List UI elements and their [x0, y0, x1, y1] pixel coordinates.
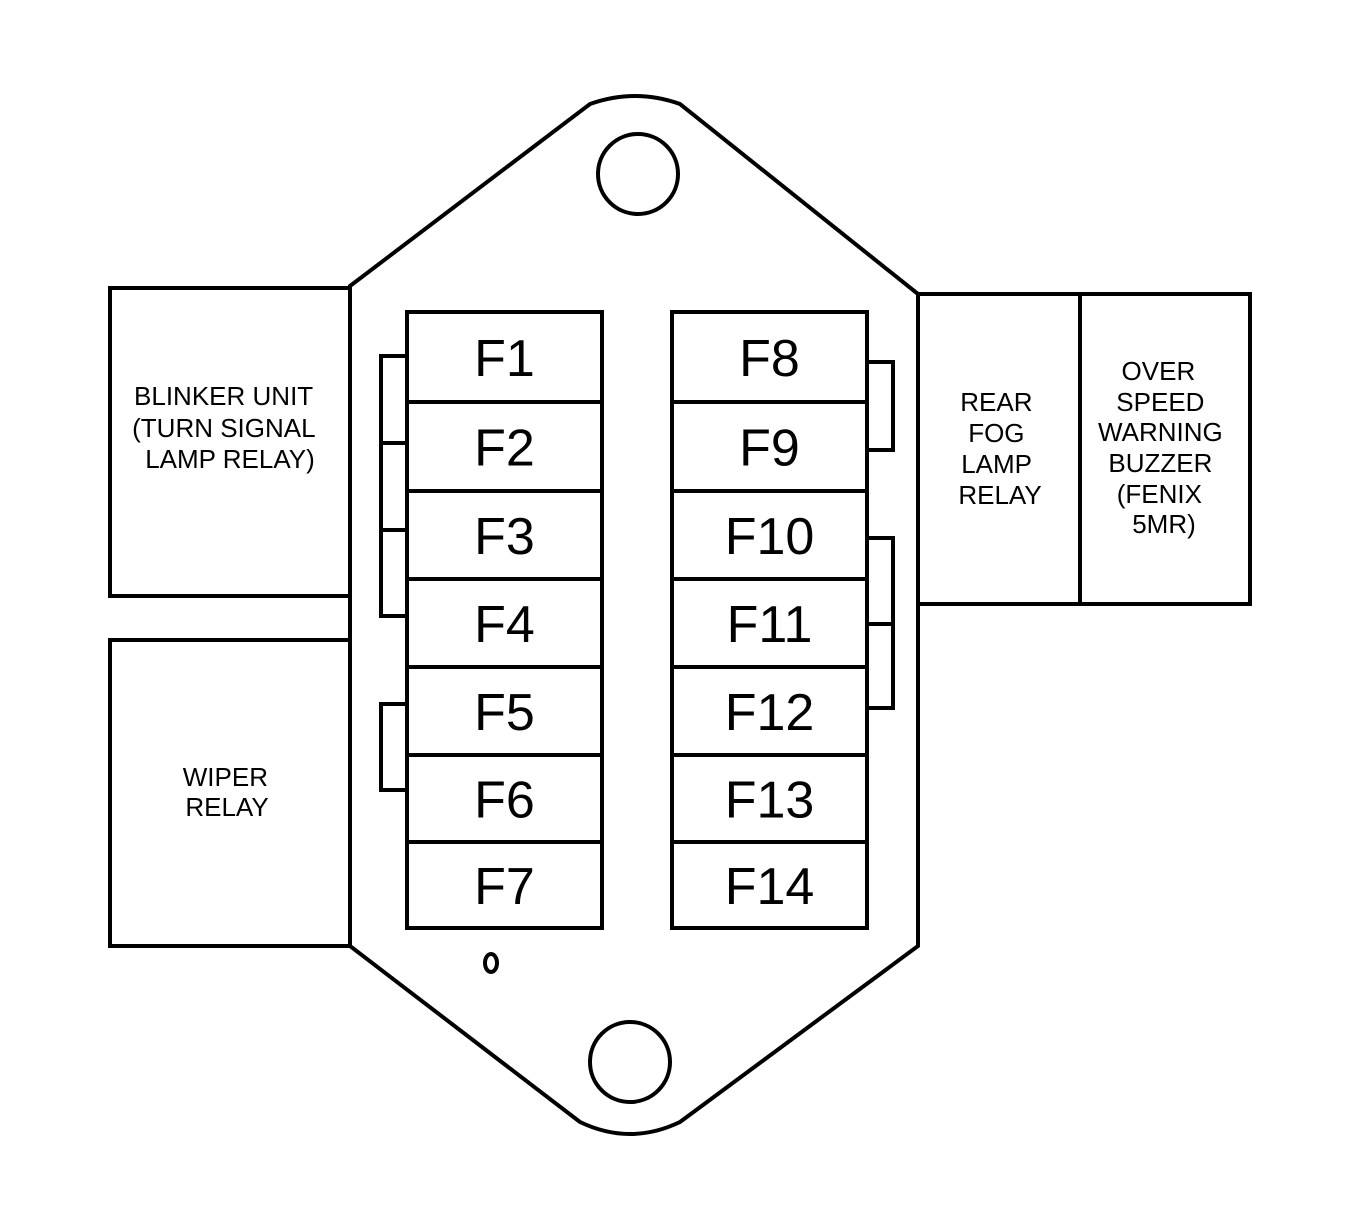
- fuse-label: F7: [474, 858, 535, 916]
- fuse-label: F1: [474, 330, 535, 388]
- left-jumper-brackets: [379, 354, 407, 792]
- fuse-label: F6: [474, 772, 535, 830]
- top-mounting-hole: [596, 132, 680, 216]
- rear-fog-lamp-relay-box: [916, 292, 1082, 606]
- fuse-slot-f12: F12: [670, 665, 869, 757]
- fuse-slot-f3: F3: [405, 489, 604, 581]
- fuse-slot-outline: [405, 665, 604, 757]
- fuse-slot-outline: [405, 577, 604, 669]
- bottom-mounting-hole: [588, 1020, 672, 1104]
- fuse-label: F14: [725, 858, 815, 916]
- fuse-label: F5: [474, 684, 535, 742]
- fuse-slot-f6: F6: [405, 753, 604, 844]
- fuse-slot-f4: F4: [405, 577, 604, 669]
- fuse-slot-outline: [405, 840, 604, 930]
- blinker-unit-label: BLINKER UNIT (TURN SIGNAL LAMP RELAY): [132, 381, 322, 474]
- over-speed-buzzer-box: [1078, 292, 1252, 606]
- fuse-slot-f9: F9: [670, 400, 869, 493]
- small-indicator-hole: [483, 952, 499, 974]
- fuse-label: F3: [474, 508, 535, 566]
- fuse-slot-outline: [670, 665, 869, 757]
- fuse-slot-outline: [670, 489, 869, 581]
- fuse-label: F2: [474, 420, 535, 478]
- fuse-label: F4: [474, 596, 535, 654]
- fuse-slot-outline: [405, 753, 604, 844]
- fuse-slot-outline: [670, 577, 869, 669]
- fuse-slot-outline: [670, 753, 869, 844]
- fuse-label: F9: [739, 420, 800, 478]
- fuse-slot-f8: F8: [670, 310, 869, 404]
- fuse-slot-outline: [405, 310, 604, 404]
- fuse-slot-f13: F13: [670, 753, 869, 844]
- fuse-slot-outline: [670, 400, 869, 493]
- fuse-slot-outline: [670, 310, 869, 404]
- fuse-label: F10: [725, 508, 815, 566]
- wiper-relay-box: [108, 638, 352, 948]
- fuse-label: F11: [727, 596, 813, 654]
- fuse-label: F8: [739, 330, 800, 388]
- over-speed-buzzer-label: OVER SPEED WARNING BUZZER (FENIX 5MR): [1098, 356, 1230, 539]
- fuse-slot-f5: F5: [405, 665, 604, 757]
- fuse-slot-f14: F14: [670, 840, 869, 930]
- fuse-slot-outline: [670, 840, 869, 930]
- fuse-label: F12: [725, 684, 815, 742]
- fuse-slot-f10: F10: [670, 489, 869, 581]
- fuse-label: F13: [725, 772, 815, 830]
- rear-fog-lamp-relay-label: REAR FOG LAMP RELAY: [958, 387, 1041, 510]
- right-jumper-brackets: [867, 360, 895, 710]
- fuse-slot-f7: F7: [405, 840, 604, 930]
- fuse-slot-f11: F11: [670, 577, 869, 669]
- fuse-slot-outline: [405, 400, 604, 493]
- wiper-relay-label: WIPER RELAY: [183, 762, 275, 822]
- blinker-unit-box: [108, 286, 352, 598]
- fuse-slot-f1: F1: [405, 310, 604, 404]
- fuse-slot-outline: [405, 489, 604, 581]
- fuse-slot-f2: F2: [405, 400, 604, 493]
